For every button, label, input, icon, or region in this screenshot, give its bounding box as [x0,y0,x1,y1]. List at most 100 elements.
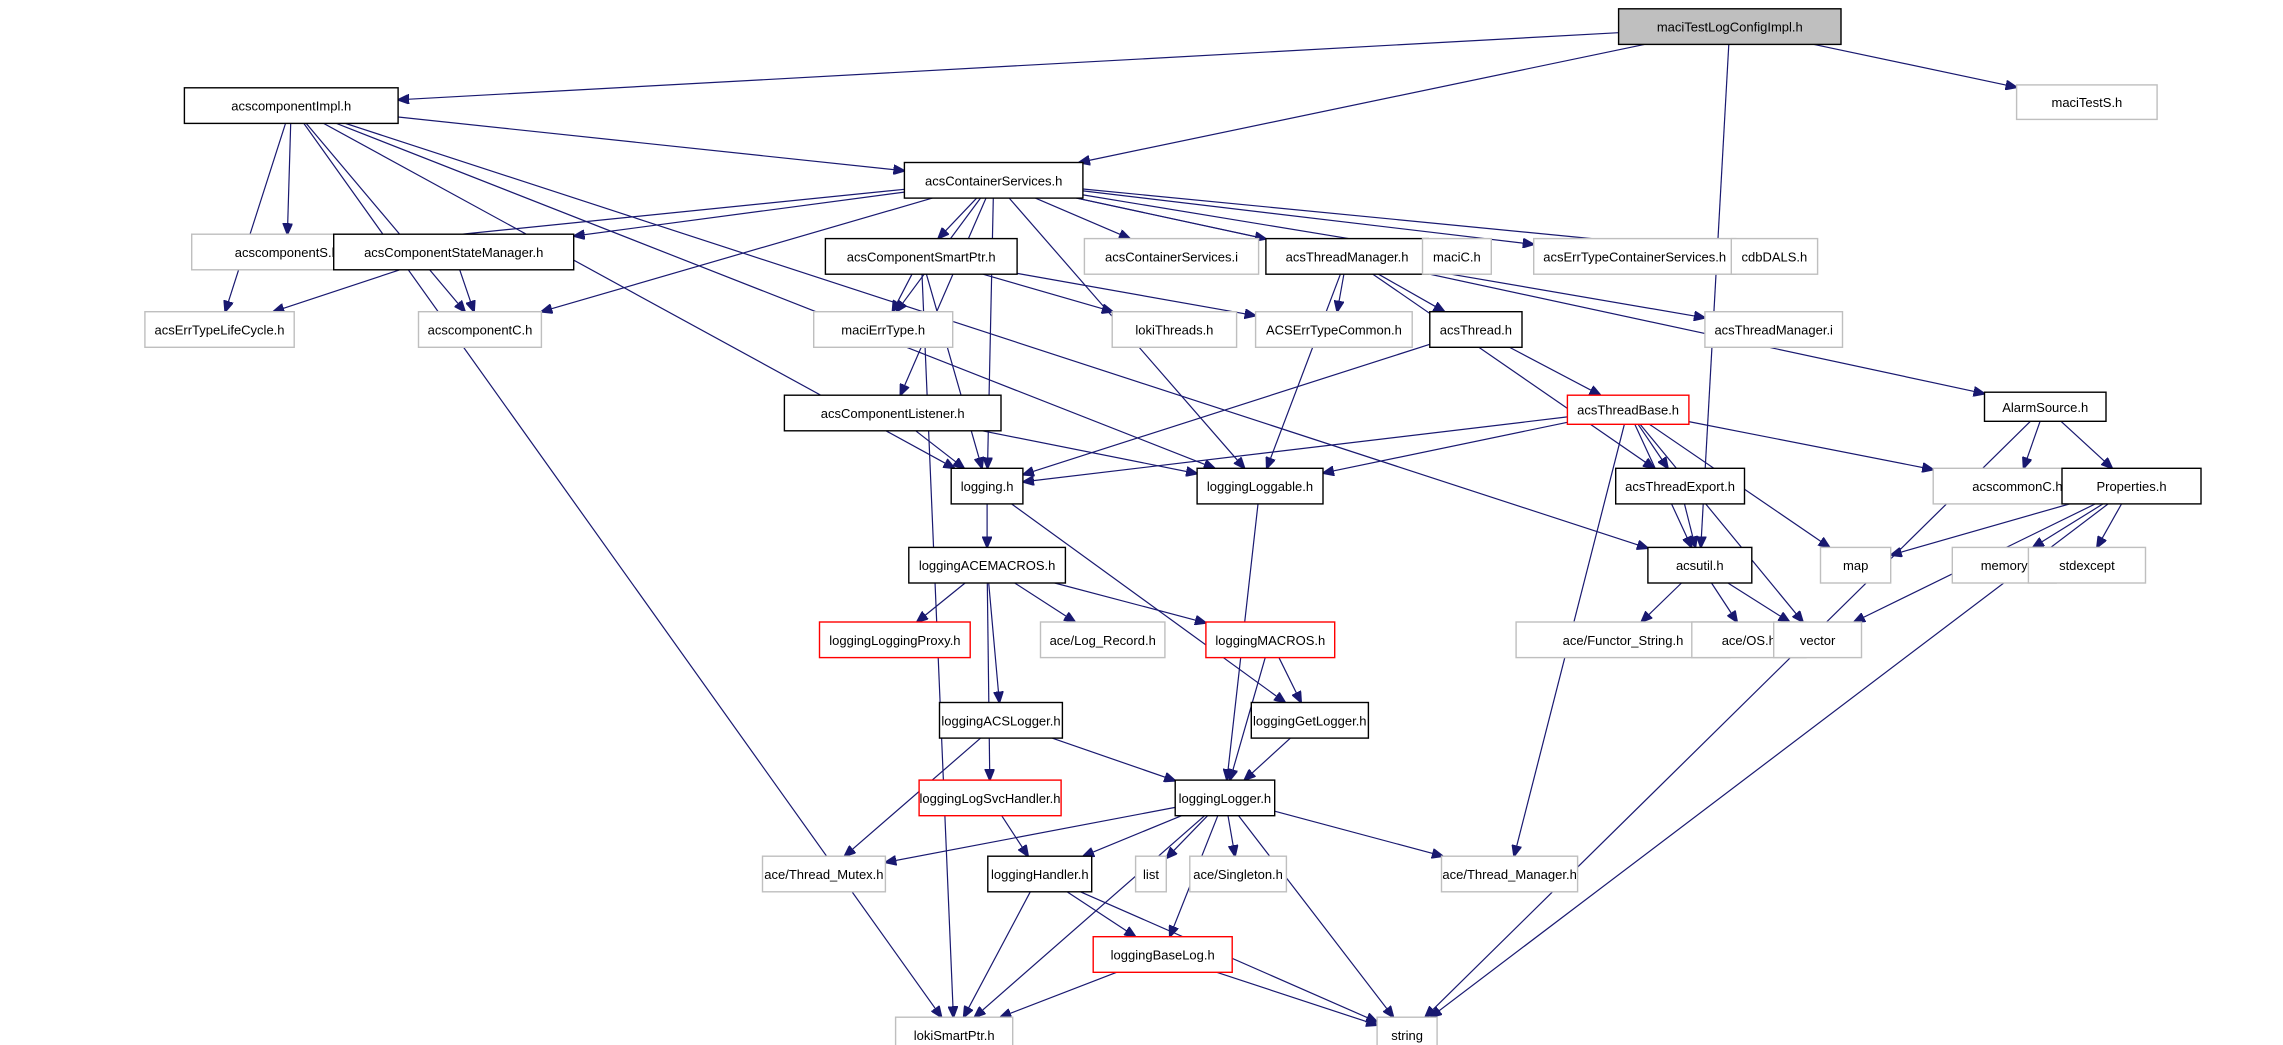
node-box[interactable] [1819,546,1892,584]
node-box[interactable] [183,87,399,125]
node-box[interactable] [1083,237,1260,275]
node-box[interactable] [1704,311,1844,349]
node-label: maciC.h [1433,249,1481,264]
node-box[interactable] [987,855,1093,893]
node-box[interactable] [1189,855,1288,893]
node-box[interactable] [1614,467,1746,505]
node-box[interactable] [2061,467,2202,505]
node-acsComponentStateManager[interactable]: acsComponentStateManager.h [333,233,575,271]
node-box[interactable] [1429,311,1523,349]
edge-loggingLogger-to-lokiSmartPtr [975,815,1205,1018]
node-box[interactable] [1730,237,1819,275]
node-box[interactable] [1134,855,1167,893]
node-box[interactable] [903,161,1084,199]
node-loggingBaseLog[interactable]: loggingBaseLog.h [1092,936,1233,974]
node-lokiSmartPtr[interactable]: lokiSmartPtr.h [894,1016,1014,1045]
node-map[interactable]: map [1819,546,1892,584]
node-box[interactable] [1532,237,1737,275]
node-box[interactable] [824,237,1018,275]
node-acsComponentListener[interactable]: acsComponentListener.h [783,394,1002,432]
node-maciErrType[interactable]: maciErrType.h [813,311,954,349]
node-Properties[interactable]: Properties.h [2061,467,2202,505]
node-box[interactable] [1196,467,1324,505]
node-loggingLoggingProxy[interactable]: loggingLoggingProxy.h [818,621,971,659]
node-box[interactable] [761,855,887,893]
node-maciC[interactable]: maciC.h [1421,237,1493,275]
node-box[interactable] [1647,546,1753,584]
edge-loggingHandler-to-loggingBaseLog [1066,891,1136,937]
node-acsThreadBase[interactable]: acsThreadBase.h [1566,394,1690,426]
node-AlarmSource[interactable]: AlarmSource.h [1983,391,2107,423]
node-box[interactable] [1205,621,1336,659]
node-ACSErrTypeCommon[interactable]: ACSErrTypeCommon.h [1254,311,1413,349]
node-loggingACSLogger[interactable]: loggingACSLogger.h [938,701,1064,739]
node-box[interactable] [333,233,575,271]
node-box[interactable] [1254,311,1413,349]
node-loggingHandler[interactable]: loggingHandler.h [987,855,1093,893]
node-box[interactable] [938,701,1064,739]
node-box[interactable] [1111,311,1238,349]
node-label: acsContainerServices.h [925,173,1062,188]
node-box[interactable] [1174,779,1276,817]
edge-loggingLogSvcHandler-to-loggingHandler [1001,815,1028,857]
node-box[interactable] [144,311,295,349]
node-string[interactable]: string [1376,1016,1438,1045]
node-acsThread[interactable]: acsThread.h [1429,311,1523,349]
node-acscomponentImpl[interactable]: acscomponentImpl.h [183,87,399,125]
node-aceLogRecord[interactable]: ace/Log_Record.h [1039,621,1166,659]
edge-acsutil-to-aceOS [1710,582,1738,622]
node-box[interactable] [1376,1016,1438,1045]
node-aceThreadManager[interactable]: ace/Thread_Manager.h [1440,855,1579,893]
node-aceThreadMutex[interactable]: ace/Thread_Mutex.h [761,855,887,893]
node-box[interactable] [894,1016,1014,1045]
edge-loggingHandler-to-lokiSmartPtr [964,891,1031,1017]
node-box[interactable] [813,311,954,349]
node-box[interactable] [417,311,543,349]
node-list[interactable]: list [1134,855,1167,893]
node-acsutil[interactable]: acsutil.h [1647,546,1753,584]
node-acsThreadExport[interactable]: acsThreadExport.h [1614,467,1746,505]
node-box[interactable] [783,394,1002,432]
node-loggingLogSvcHandler[interactable]: loggingLogSvcHandler.h [918,779,1062,817]
node-box[interactable] [1421,237,1493,275]
edge-loggingACSLogger-to-aceThreadMutex [845,737,981,856]
node-vector[interactable]: vector [1772,621,1863,659]
node-box[interactable] [1250,701,1370,739]
node-logging[interactable]: logging.h [950,467,1024,505]
node-acsComponentSmartPtr[interactable]: acsComponentSmartPtr.h [824,237,1018,275]
node-aceSingleton[interactable]: ace/Singleton.h [1189,855,1288,893]
node-maciTestS[interactable]: maciTestS.h [2015,84,2158,121]
node-acsThreadManagerI[interactable]: acsThreadManager.i [1704,311,1844,349]
node-acsThreadManager[interactable]: acsThreadManager.h [1265,237,1430,275]
node-box[interactable] [2015,84,2158,121]
node-box[interactable] [1983,391,2107,423]
node-cdbDALS[interactable]: cdbDALS.h [1730,237,1819,275]
node-label: cdbDALS.h [1742,249,1808,264]
node-box[interactable] [1440,855,1579,893]
edge-maciTestLogConfigImpl-to-acscomponentImpl [398,32,1619,100]
node-loggingGetLogger[interactable]: loggingGetLogger.h [1250,701,1370,739]
node-acsErrTypeLifeCycle[interactable]: acsErrTypeLifeCycle.h [144,311,295,349]
node-acsErrTypeContainerServices[interactable]: acsErrTypeContainerServices.h [1532,237,1737,275]
node-box[interactable] [1617,8,1842,46]
node-box[interactable] [1566,394,1690,426]
node-acscomponentC[interactable]: acscomponentC.h [417,311,543,349]
node-box[interactable] [918,779,1062,817]
node-acsContainerServicesI[interactable]: acsContainerServices.i [1083,237,1260,275]
node-box[interactable] [2027,546,2147,584]
node-box[interactable] [818,621,971,659]
node-box[interactable] [908,546,1067,584]
node-acsContainerServices[interactable]: acsContainerServices.h [903,161,1084,199]
node-loggingLoggable[interactable]: loggingLoggable.h [1196,467,1324,505]
node-label: loggingGetLogger.h [1253,713,1366,728]
node-loggingMACROS[interactable]: loggingMACROS.h [1205,621,1336,659]
node-box[interactable] [950,467,1024,505]
node-loggingLogger[interactable]: loggingLogger.h [1174,779,1276,817]
node-box[interactable] [1092,936,1233,974]
node-stdexcept[interactable]: stdexcept [2027,546,2147,584]
node-maciTestLogConfigImpl[interactable]: maciTestLogConfigImpl.h [1617,8,1842,46]
node-box[interactable] [1039,621,1166,659]
node-box[interactable] [1772,621,1863,659]
node-loggingACEMACROS[interactable]: loggingACEMACROS.h [908,546,1067,584]
node-lokiThreads[interactable]: lokiThreads.h [1111,311,1238,349]
